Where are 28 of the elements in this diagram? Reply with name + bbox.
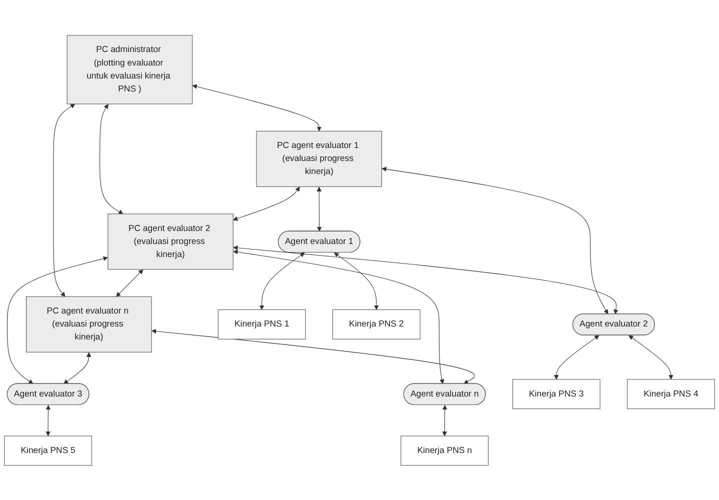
arrow xyxy=(259,252,305,310)
arrow xyxy=(116,268,144,296)
arrow xyxy=(192,84,322,131)
arrow xyxy=(46,404,51,436)
arrow xyxy=(100,104,124,214)
arrow xyxy=(53,103,76,296)
arrow xyxy=(232,186,300,221)
arrow xyxy=(628,334,674,380)
arrow xyxy=(151,328,475,384)
arrow xyxy=(233,245,618,314)
arrow xyxy=(442,404,448,436)
arrow xyxy=(334,252,379,310)
node-box: Kinerja PNS n xyxy=(400,435,489,466)
node-box: PC agent evaluator 2 (evaluasi progress kinerja) xyxy=(108,213,234,270)
node-box: Kinerja PNS 4 xyxy=(626,378,715,409)
arrow xyxy=(63,352,92,384)
node-box: Kinerja PNS 5 xyxy=(4,435,92,466)
node-box: PC agent evaluator n (evaluasi progress kinerja) xyxy=(26,296,152,352)
node-box: PC agent evaluator 1 (evaluasi progress kinerja) xyxy=(256,130,382,187)
node-box: Kinerja PNS 1 xyxy=(218,309,306,339)
arrow xyxy=(554,334,600,380)
node-box: Kinerja PNS 3 xyxy=(512,378,600,409)
arrow xyxy=(382,166,608,314)
arrow xyxy=(316,186,322,232)
arrow xyxy=(6,256,108,384)
node-box: Kinerja PNS 2 xyxy=(332,309,420,339)
arrow xyxy=(233,249,444,384)
node-box: PC administrator (plotting evaluator untuk evaluasi kinerja PNS ) xyxy=(66,34,193,104)
